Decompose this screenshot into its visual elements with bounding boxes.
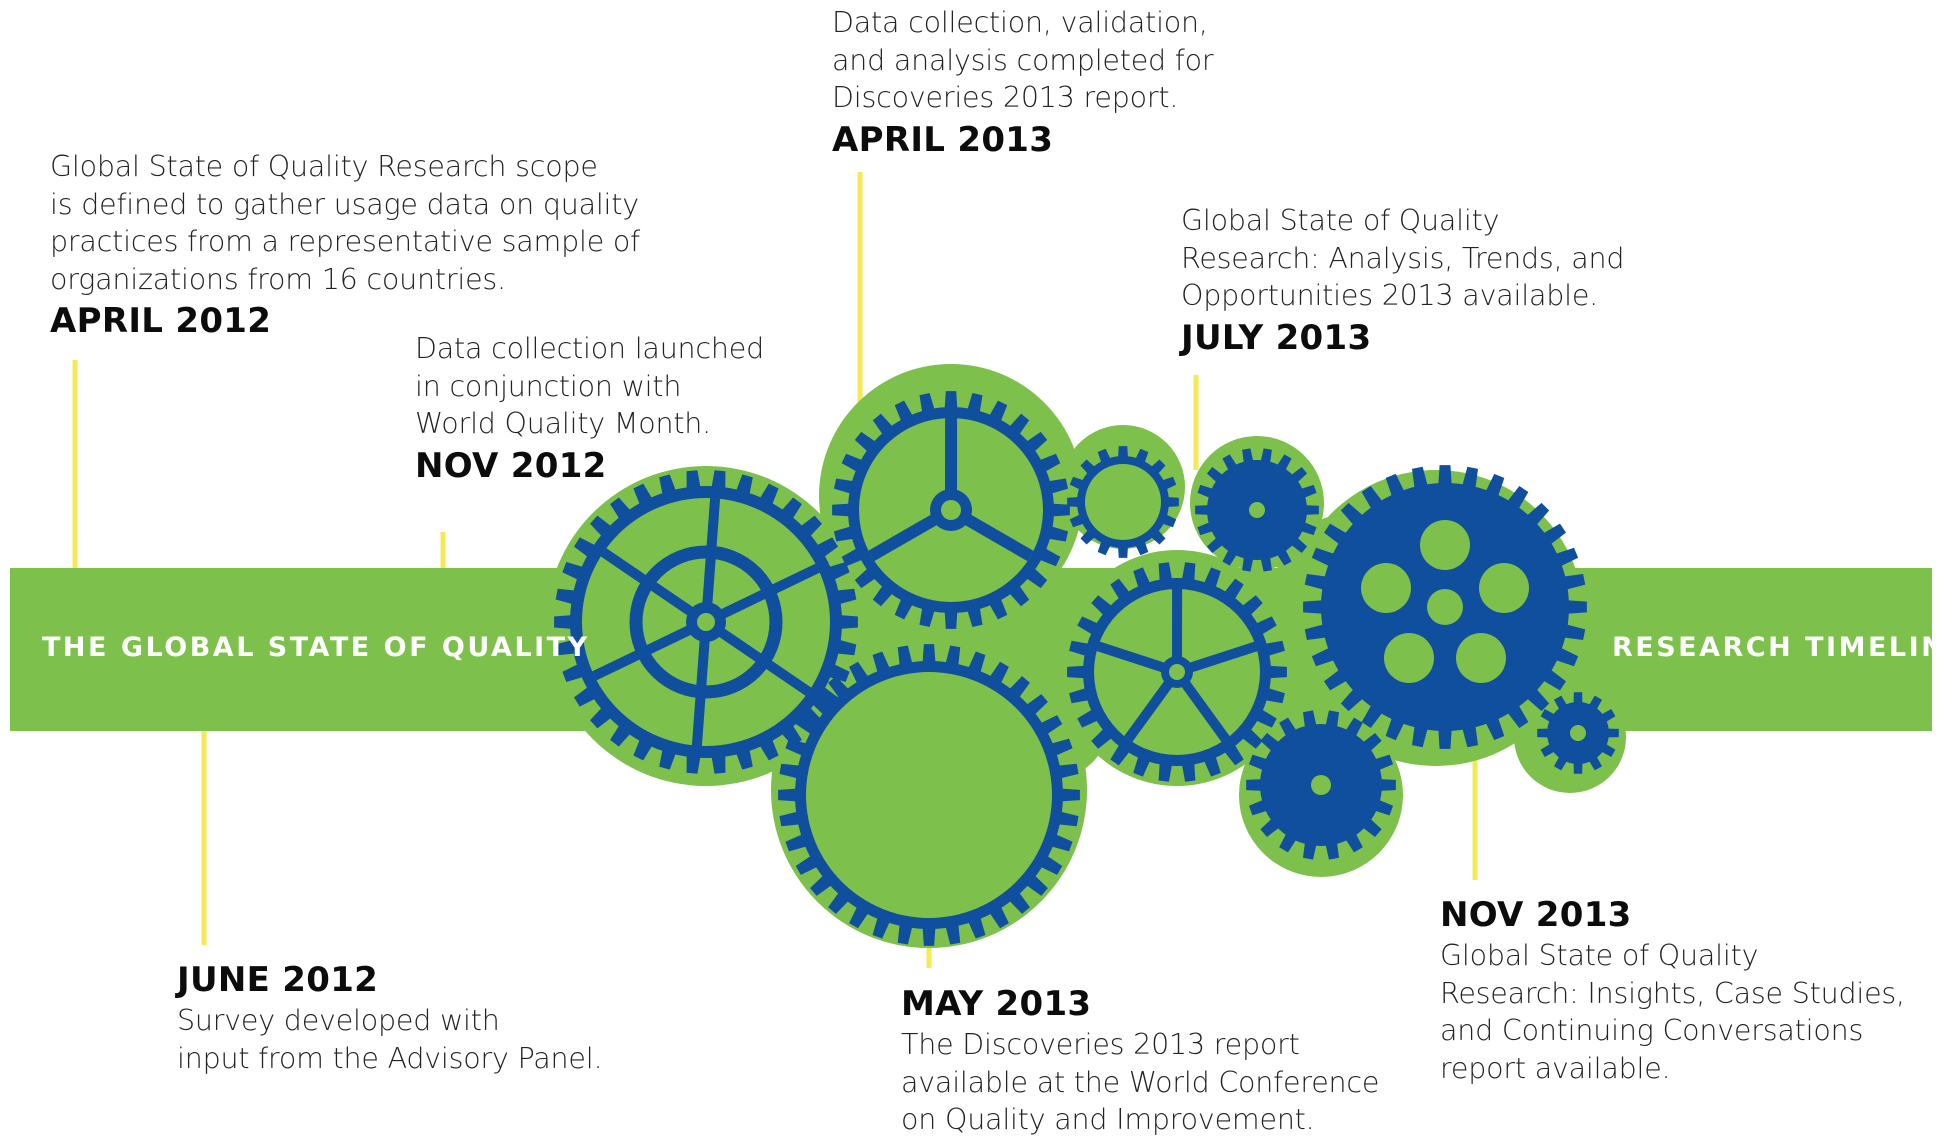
gear-icon — [1246, 710, 1396, 860]
description-line: Research: Insights, Case Studies, — [1440, 976, 1905, 1010]
gear-spoke — [701, 497, 721, 623]
description-line: Data collection launched — [415, 332, 764, 365]
description-line: Discoveries 2013 report. — [832, 81, 1179, 114]
gear-icon — [1303, 465, 1587, 749]
gear-hole — [1420, 520, 1470, 570]
gear-hub-hole — [941, 500, 961, 520]
gear-inner-ring — [629, 545, 783, 699]
milestone-date: NOV 2012 — [415, 445, 607, 486]
description-line: on Quality and Improvement. — [901, 1103, 1315, 1136]
milestone-july-2013: Global State of Quality Research: Analys… — [1181, 202, 1625, 358]
description-line: Data collection, validation, — [832, 6, 1208, 39]
gear-spoke — [592, 617, 709, 681]
band-right-label: RESEARCH TIMELINE — [1612, 632, 1939, 663]
description-line: organizations from 16 countries. — [50, 262, 506, 296]
gear-icon — [554, 470, 858, 774]
description-line: available at the World Conference — [901, 1065, 1380, 1099]
description-line: and Continuing Conversations — [1440, 1014, 1864, 1047]
description-line: input from the Advisory Panel. — [177, 1041, 603, 1075]
milestone-april-2013: Data collection, validation, and analysi… — [832, 4, 1214, 160]
milestone-june-2012: JUNE 2012 Survey developed with input fr… — [177, 960, 603, 1077]
description-line: Survey developed with — [177, 1004, 500, 1037]
milestone-description: Global State of Quality Research scope i… — [50, 148, 640, 298]
gear-hub-hole — [697, 613, 715, 631]
description-line: report available. — [1440, 1051, 1671, 1085]
milestone-date: JULY 2013 — [1181, 317, 1372, 358]
gear-pin — [1249, 502, 1265, 518]
description-line: The Discoveries 2013 report — [901, 1028, 1300, 1061]
gear-hole — [1384, 633, 1434, 683]
gear-icon — [1537, 692, 1619, 774]
milestone-description: Data collection, validation, and analysi… — [832, 4, 1214, 117]
milestone-description: Global State of Quality Research: Analys… — [1181, 202, 1625, 315]
gear-hub-hole — [1169, 664, 1185, 680]
gear-spoke — [703, 563, 820, 627]
milestone-nov-2012: Data collection launched in conjunction … — [415, 330, 764, 486]
description-line: Global State of Quality Research scope — [50, 150, 598, 183]
milestone-date: APRIL 2013 — [832, 119, 1054, 160]
gear-face — [806, 672, 1052, 918]
description-line: Global State of Quality — [1440, 939, 1759, 972]
gear-hole — [1361, 563, 1411, 613]
gear-icon — [778, 644, 1080, 946]
description-line: in conjunction with — [415, 369, 682, 403]
gear-icon — [1067, 446, 1179, 558]
description-line: is defined to gather usage data on quali… — [50, 187, 639, 221]
gear-face — [1085, 464, 1161, 540]
milestone-may-2013: MAY 2013 The Discoveries 2013 report ava… — [901, 984, 1379, 1139]
milestone-date: MAY 2013 — [901, 984, 1092, 1024]
band-left-label: THE GLOBAL STATE OF QUALITY — [42, 632, 590, 663]
milestone-description: Global State of Quality Research: Insigh… — [1440, 937, 1905, 1087]
gear-hole — [1479, 563, 1529, 613]
gear-spoke — [703, 617, 812, 696]
description-line: and analysis completed for — [832, 43, 1214, 77]
description-line: World Quality Month. — [415, 407, 712, 440]
milestone-description: Data collection launched in conjunction … — [415, 330, 764, 443]
gear-icon — [1067, 562, 1287, 782]
description-line: Global State of Quality — [1181, 204, 1500, 237]
milestone-description: Survey developed with input from the Adv… — [177, 1002, 603, 1077]
connector-lines — [72, 172, 1478, 968]
milestone-april-2012: Global State of Quality Research scope i… — [50, 148, 640, 341]
gear-pin — [1311, 775, 1331, 795]
milestone-date: JUNE 2012 — [177, 960, 379, 1000]
gear-spoke — [691, 621, 711, 747]
gear-cluster — [554, 391, 1619, 946]
description-line: Opportunities 2013 available. — [1181, 279, 1599, 312]
milestone-date: APRIL 2012 — [50, 301, 272, 341]
gear-hole — [1456, 633, 1506, 683]
gear-icon — [832, 391, 1070, 629]
milestone-description: The Discoveries 2013 report available at… — [901, 1026, 1379, 1139]
milestone-date: NOV 2013 — [1440, 895, 1632, 935]
gear-hole — [1427, 589, 1463, 625]
description-line: Research: Analysis, Trends, and — [1181, 241, 1625, 275]
milestone-nov-2013: NOV 2013 Global State of Quality Researc… — [1440, 895, 1905, 1087]
gear-icon — [1195, 448, 1319, 572]
gear-pin — [1570, 725, 1586, 741]
description-line: practices from a representative sample o… — [50, 225, 640, 258]
gear-spoke — [600, 548, 709, 627]
